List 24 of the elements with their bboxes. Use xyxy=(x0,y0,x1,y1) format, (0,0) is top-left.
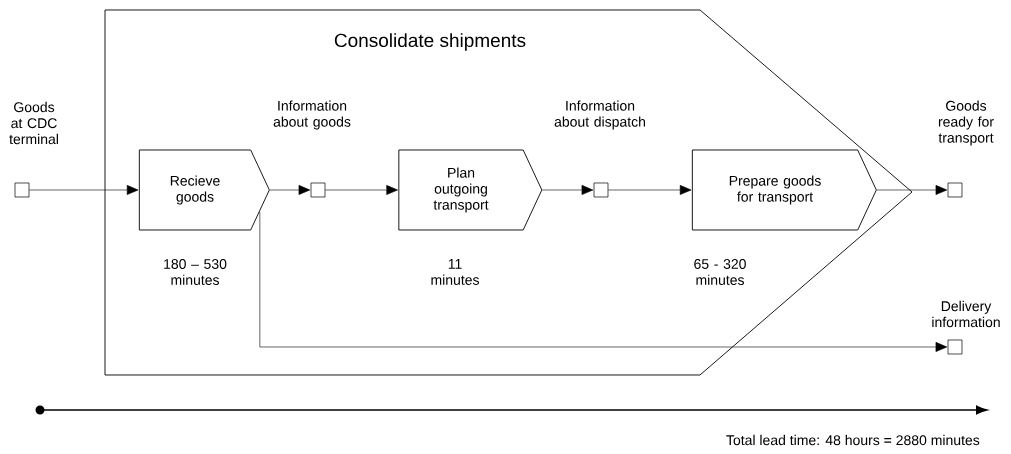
node-caption: 65 - 320 minutes xyxy=(694,259,746,285)
node-caption: 11 minutes xyxy=(431,259,479,285)
node-caption: Goods ready for transport xyxy=(938,100,994,146)
node-caption: Delivery information xyxy=(932,300,1000,328)
arrow xyxy=(542,185,594,195)
arrow xyxy=(608,185,692,195)
port-box xyxy=(947,182,963,198)
node-caption: 180 – 530 minutes xyxy=(164,259,227,285)
arrow xyxy=(269,185,311,195)
port-box xyxy=(310,182,326,198)
process-box: Plan outgoing transport xyxy=(398,149,543,231)
process-box: Recieve goods xyxy=(138,149,270,231)
flow-label: Information about goods xyxy=(273,100,351,130)
arrow xyxy=(259,211,948,352)
process-box: Prepare goods for transport xyxy=(691,149,877,231)
port-box xyxy=(947,339,963,355)
port-box xyxy=(14,182,30,198)
arrow xyxy=(876,185,948,195)
timeline-label: Total lead time: 48 hours = 2880 minutes xyxy=(726,434,980,446)
arrow xyxy=(29,185,139,195)
arrow xyxy=(325,185,398,195)
port-box xyxy=(593,182,609,198)
flow-label: Information about dispatch xyxy=(554,100,645,130)
node-caption: Goods at CDC terminal xyxy=(9,101,58,145)
